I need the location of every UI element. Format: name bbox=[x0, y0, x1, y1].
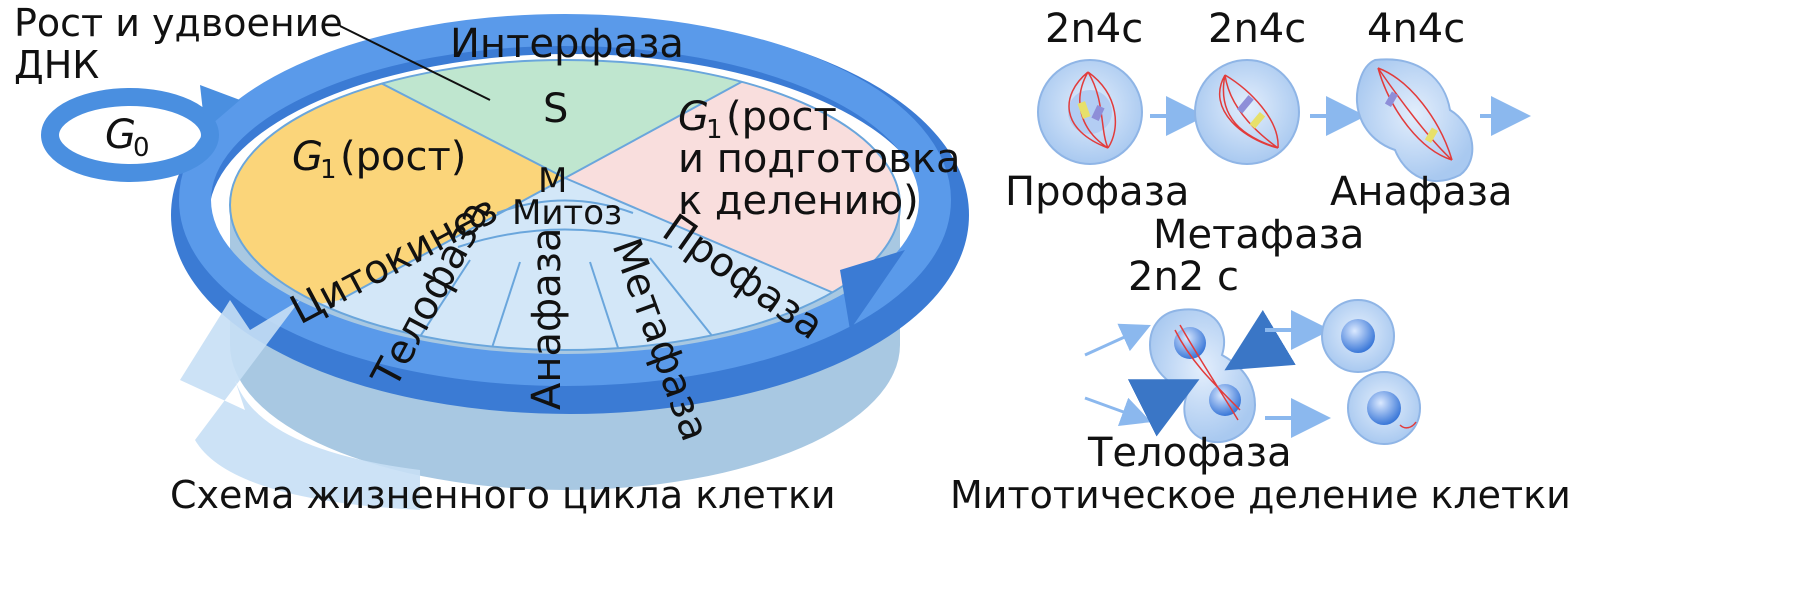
ploidy-3: 4n4c bbox=[1367, 6, 1465, 52]
interphase-label: Интерфаза bbox=[450, 21, 684, 67]
g1-right-line3: к делению) bbox=[678, 178, 919, 224]
g1-left-letter: G bbox=[292, 134, 323, 180]
cell-cycle-disk: G 0 Рост и удвоение ДНК Интерфаза S G 1 … bbox=[14, 1, 969, 517]
m-phase-label: М bbox=[538, 161, 567, 201]
g1-right-line2: и подготовка bbox=[678, 136, 961, 182]
spindle-icon bbox=[1377, 67, 1453, 161]
g1-left-sub: 1 bbox=[320, 155, 337, 185]
prophase-stage-label: Профаза bbox=[1005, 169, 1189, 215]
cycle-arrow-icon bbox=[840, 250, 905, 330]
g0-loop-arrow-icon bbox=[41, 88, 219, 182]
daughter-cell-2 bbox=[1347, 371, 1421, 445]
prophase-cell bbox=[1037, 59, 1143, 165]
mitosis-caption: Митотическое деление клетки bbox=[950, 473, 1571, 517]
sector-g1-right bbox=[565, 80, 900, 330]
g0-subscript: 0 bbox=[133, 133, 150, 163]
anaphase-label: Анафаза bbox=[524, 227, 570, 410]
spindle-icon bbox=[1068, 71, 1117, 149]
mitosis-arc-inner bbox=[496, 199, 634, 214]
daughter-cell-1 bbox=[1321, 299, 1395, 373]
cycle-ring bbox=[179, 14, 951, 386]
anaphase-cell bbox=[1355, 58, 1474, 182]
g1-right-sub: 1 bbox=[706, 115, 723, 145]
mitosis-label: Митоз bbox=[512, 193, 622, 233]
return-arrow-icon bbox=[180, 300, 420, 510]
top-note-line2: ДНК bbox=[14, 43, 99, 87]
s-phase-label: S bbox=[543, 86, 568, 132]
g1-right-rest: (рост bbox=[726, 94, 837, 140]
pointer-line bbox=[339, 25, 491, 101]
telophase-cell bbox=[1148, 308, 1257, 444]
g1-left-rest: (рост) bbox=[340, 134, 466, 180]
sector-g1-left bbox=[230, 80, 565, 330]
metaphase-stage-label: Метафаза bbox=[1153, 212, 1364, 258]
top-note-line1: Рост и удвоение bbox=[14, 1, 343, 45]
g0-label: G bbox=[105, 112, 136, 158]
ploidy-2: 2n4c bbox=[1208, 6, 1306, 52]
ploidy-4: 2n2 c bbox=[1128, 254, 1239, 300]
g1-right-letter: G bbox=[678, 94, 709, 140]
metaphase-cell bbox=[1194, 59, 1300, 165]
spindle-icon bbox=[1218, 74, 1279, 149]
mitosis-panel: 2n4c 2n4c 4n4c 2n2 c Профаза bbox=[950, 6, 1571, 517]
anaphase-stage-label: Анафаза bbox=[1330, 169, 1513, 215]
cycle-caption: Схема жизненного цикла клетки bbox=[170, 473, 836, 517]
ploidy-1: 2n4c bbox=[1045, 6, 1143, 52]
telophase-stage-label: Телофаза bbox=[1087, 430, 1292, 476]
mitosis-arc-outer bbox=[457, 228, 673, 248]
spindle-icon bbox=[1174, 324, 1241, 421]
